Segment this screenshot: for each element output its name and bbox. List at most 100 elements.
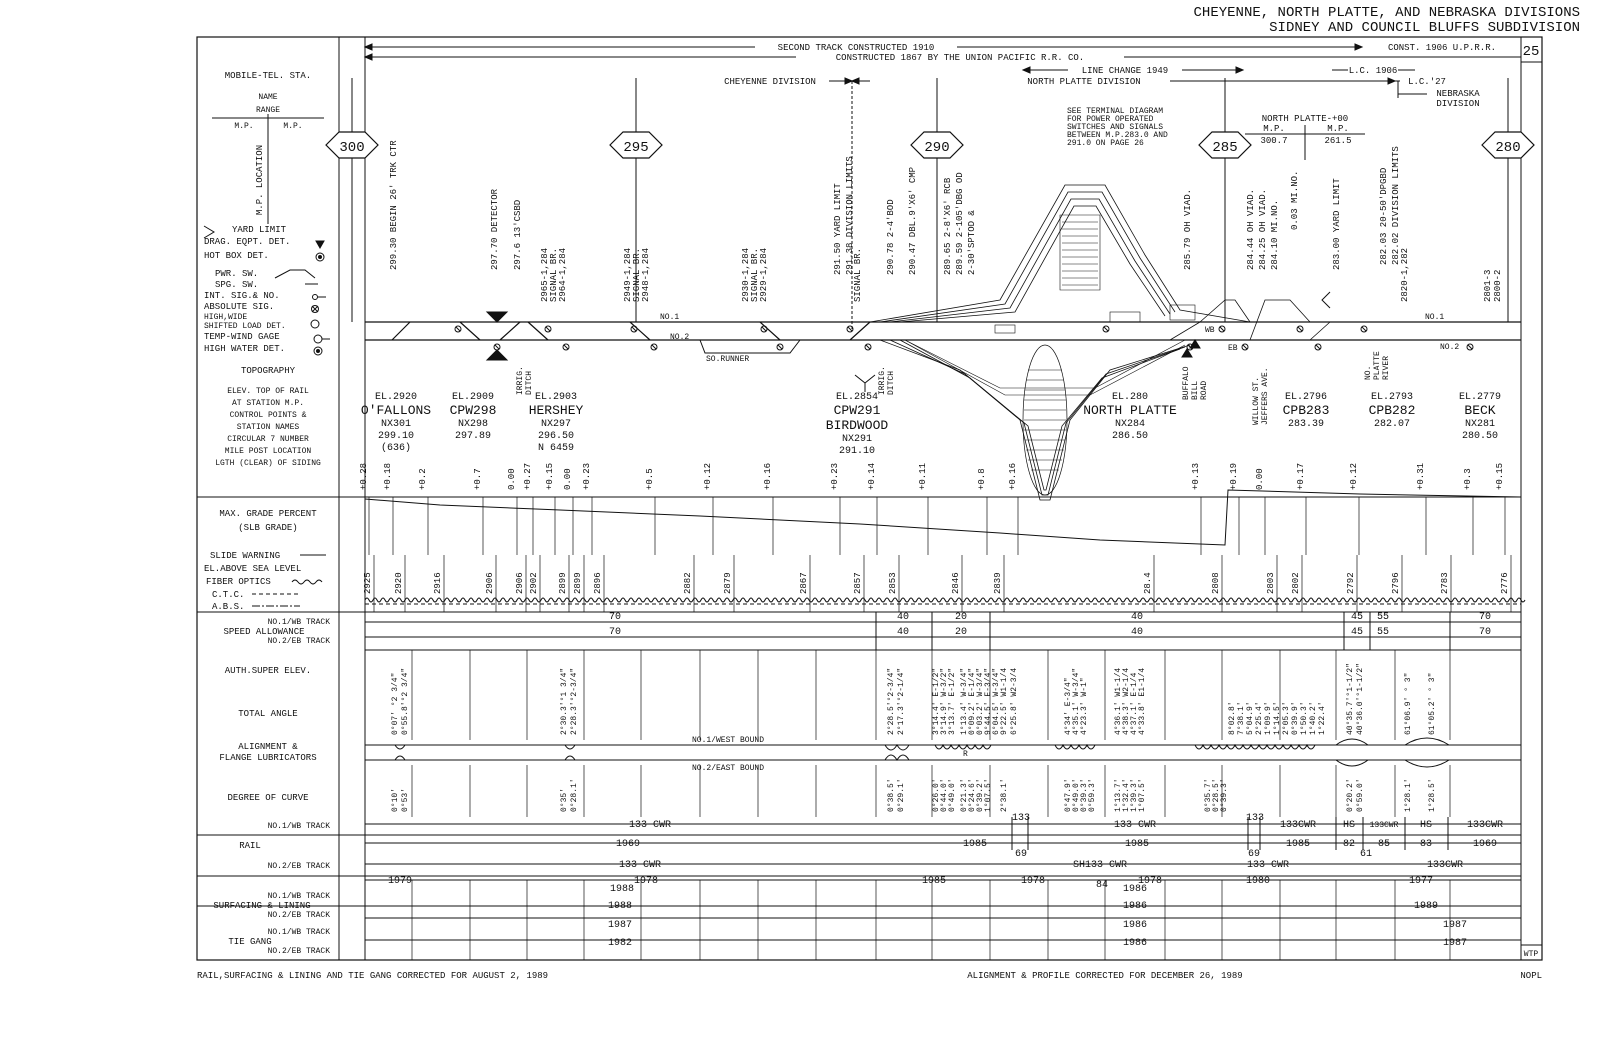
- grade-value: +0.28: [359, 463, 369, 490]
- station-mp: 297.89: [455, 431, 491, 442]
- legend-mp-right: M.P.: [283, 122, 302, 131]
- feature-annotation: 282.03 20-50'DPGBD: [1379, 168, 1389, 265]
- buffalo-bill-road-3: ROAD: [1200, 381, 1209, 400]
- irrig-ditch-2: IRRIG.: [878, 366, 887, 395]
- signal-icon: [544, 325, 552, 333]
- grade-value: +0.2: [418, 468, 428, 490]
- speed-wb-40-b: 40: [1131, 612, 1143, 623]
- signal-icon: [1218, 325, 1226, 333]
- legend-elev-line: CONTROL POINTS &: [230, 411, 307, 420]
- signal-icon: [1296, 325, 1304, 333]
- irrig-ditch-1b: DITCH: [525, 371, 534, 395]
- station-elev: EL.2793: [1371, 392, 1413, 403]
- curve-multi-col: 2°25.4': [1255, 701, 1264, 735]
- page-number: 25: [1523, 44, 1540, 60]
- column-separators: [411, 650, 1451, 960]
- grade-value: +0.15: [545, 463, 555, 490]
- curve-degree: 1°07.5': [1138, 778, 1147, 812]
- milepost-label: 300: [339, 140, 364, 156]
- fiber-optics-line: [364, 597, 1526, 605]
- speed-eb-40-a: 40: [897, 627, 909, 638]
- curve-super-elev: 6°04.5' W-3/4": [992, 668, 1001, 735]
- yard-limit-icon: [1321, 291, 1331, 309]
- legend-symbols: [203, 225, 330, 356]
- elevation-value: 2802: [1291, 572, 1301, 594]
- feature-annotation: 2965-1,284: [540, 248, 550, 302]
- feature-annotation: 283.00 YARD LIMIT: [1332, 178, 1342, 270]
- station-siding: (636): [381, 442, 411, 454]
- speed-eb-70-left: 70: [609, 627, 621, 638]
- station-name: BECK: [1464, 403, 1495, 418]
- signal-icon: [1466, 343, 1474, 351]
- elevation-value: 2803: [1266, 572, 1276, 594]
- station-elev: EL.2920: [375, 392, 417, 403]
- curve-degree: 0°49.0': [948, 778, 957, 812]
- note-lc-1906: L.C. 1906: [1349, 66, 1398, 76]
- rail-1969-a: 1969: [616, 839, 640, 850]
- np-box-v1: 300.7: [1260, 136, 1287, 146]
- legend-drag: DRAG. EQPT. DET.: [204, 237, 290, 247]
- rail-eb-133-b: 133 CWR: [1247, 860, 1289, 871]
- legend-tie-wb: NO.1/WB TRACK: [268, 928, 331, 937]
- footer-left: RAIL,SURFACING & LINING AND TIE GANG COR…: [197, 971, 548, 981]
- station-elev: EL.280: [1112, 392, 1148, 403]
- feature-annotation: 2964-1,284: [558, 248, 568, 302]
- grade-value: +0.11: [918, 463, 928, 490]
- station-name: CPW298: [450, 403, 497, 418]
- grade-value: +0.23: [582, 463, 592, 490]
- track-label-no1: NO.1: [660, 313, 679, 322]
- surf-1988-b: 1988: [608, 901, 632, 912]
- curve-degree: 0°38.5': [887, 778, 896, 812]
- feature-annotation: 290.78 2-4'BOD: [886, 199, 896, 275]
- curve-texts: NO.1/WEST BOUND NO.2/EAST BOUND 133 133 …: [692, 736, 1264, 824]
- buffalo-bill-road-1: BUFFALO: [1182, 366, 1191, 400]
- tie-1987-c: 1987: [1443, 938, 1467, 949]
- curve-degree: 0°59.0': [1356, 778, 1365, 812]
- speed-wb-70-left: 70: [609, 612, 621, 623]
- curve-super-elev: 4°37.1' E-1/4: [1130, 672, 1139, 735]
- yard-limit-icon: [854, 374, 876, 392]
- curve-multi-col: 1°09.9': [1264, 701, 1273, 735]
- curve-degree: 1°13.7': [1114, 778, 1123, 812]
- track-crossovers-mid: [629, 321, 871, 341]
- legend-total-angle: TOTAL ANGLE: [238, 709, 297, 719]
- curve-multi-col: 1°14.5': [1273, 701, 1282, 735]
- elevation-value: 2899: [558, 572, 568, 594]
- legend-speed-eb: NO.2/EB TRACK: [268, 637, 331, 646]
- station-elev: EL.2796: [1285, 392, 1327, 403]
- curve-multi-col: 1°40.2': [1309, 701, 1318, 735]
- curve-multi-col: 8°02.8': [1228, 701, 1237, 735]
- curve-degree: 0°20.2': [1346, 778, 1355, 812]
- legend-high-wide: HIGH,WIDE: [204, 313, 247, 322]
- station-name: CPB282: [1369, 403, 1416, 418]
- signal-icon: [1360, 325, 1368, 333]
- curve-super-elev: 4°34' E-3/4": [1064, 677, 1073, 735]
- legend-elev-line: LGTH (CLEAR) OF SIDING: [215, 459, 321, 468]
- feature-annotation: 289.59 2-105'DBG OD: [955, 172, 965, 275]
- grade-value: +0.14: [867, 463, 877, 490]
- milepost-label: 285: [1212, 140, 1237, 156]
- station-cp: NX297: [541, 419, 571, 430]
- elevation-value: 2920: [394, 572, 404, 594]
- speed-wb-20: 20: [955, 612, 967, 623]
- tie-1982: 1982: [608, 938, 632, 949]
- legend-abs: A.B.S.: [212, 602, 244, 612]
- curve-degree: 0°44.0': [940, 778, 949, 812]
- legend-hot-box: HOT BOX DET.: [204, 251, 269, 261]
- curve-super-elev: 2°28.5'°2-3/4": [887, 668, 896, 735]
- legend-temp-wind: TEMP-WIND GAGE: [204, 332, 280, 342]
- curve-super-elev: 40°35.7'°1-1/2": [1346, 663, 1355, 735]
- track-label-wb: WB: [1205, 326, 1215, 335]
- rail-wb-hs-2: HS: [1420, 820, 1432, 831]
- elevation-value: 2902: [529, 572, 539, 594]
- signal-cross: [1297, 326, 1303, 332]
- tracks: [365, 184, 1521, 501]
- station-cp: NX298: [458, 419, 488, 430]
- signal-cross: [1467, 344, 1473, 350]
- feature-annotation: 2820-1,282: [1400, 248, 1410, 302]
- speed-eb-70-right: 70: [1479, 627, 1491, 638]
- legend-elev-line: AT STATION M.P.: [232, 399, 304, 408]
